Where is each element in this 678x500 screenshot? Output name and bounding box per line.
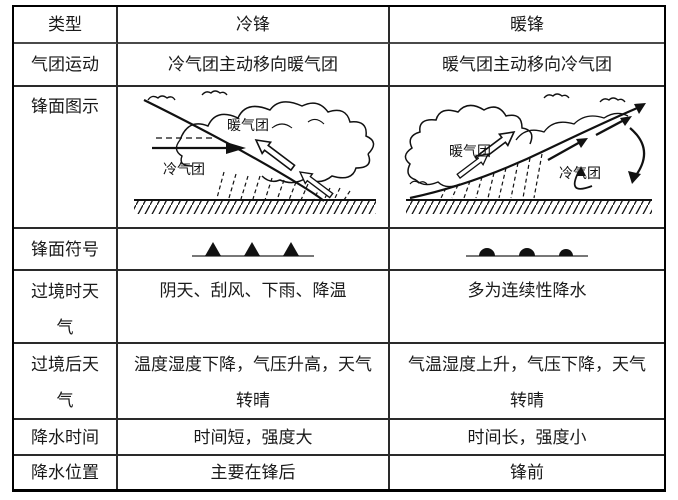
cell-warm-front-diagram: 暖气团 冷气团 bbox=[390, 87, 664, 229]
cold-diagram-cold-air-label: 冷气团 bbox=[163, 162, 205, 178]
cell-cold-weather-after: 温度湿度下降，气压升高，天气转晴 bbox=[118, 344, 390, 420]
row-label-front-symbol: 锋面符号 bbox=[14, 229, 118, 271]
cell-cold-weather-during: 阴天、刮风、下雨、降温 bbox=[118, 271, 390, 344]
cell-warm-weather-during: 多为连续性降水 bbox=[390, 271, 664, 344]
warm-front-symbol-icon bbox=[466, 248, 588, 257]
warm-diagram-warm-air-label: 暖气团 bbox=[449, 144, 491, 160]
header-type: 类型 bbox=[14, 7, 118, 44]
cell-cold-air-mass-movement: 冷气团主动移向暖气团 bbox=[118, 44, 390, 87]
row-label-front-diagram: 锋面图示 bbox=[14, 87, 118, 229]
cold-diagram-warm-air-label: 暖气团 bbox=[227, 118, 269, 134]
cell-warm-air-mass-movement: 暖气团主动移向冷气团 bbox=[390, 44, 664, 87]
row-label-precipitation-location: 降水位置 bbox=[14, 456, 118, 489]
cell-cold-front-diagram: 暖气团 冷气团 bbox=[118, 87, 390, 229]
cell-warm-precipitation-duration: 时间长，强度小 bbox=[390, 420, 664, 456]
row-label-air-mass-movement: 气团运动 bbox=[14, 44, 118, 87]
warm-diagram-cold-air-label: 冷气团 bbox=[559, 166, 601, 182]
cell-cold-precipitation-location: 主要在锋后 bbox=[118, 456, 390, 489]
header-warm-front: 暖锋 bbox=[390, 7, 664, 44]
cell-cold-front-symbol bbox=[118, 229, 390, 271]
cell-cold-precipitation-duration: 时间短，强度大 bbox=[118, 420, 390, 456]
row-label-weather-after-passage: 过境后天气 bbox=[14, 344, 118, 420]
cold-front-diagram-icon: 暖气团 冷气团 bbox=[134, 90, 376, 214]
row-label-weather-during-passage: 过境时天气 bbox=[14, 271, 118, 344]
cell-warm-front-symbol bbox=[390, 229, 664, 271]
header-cold-front: 冷锋 bbox=[118, 7, 390, 44]
cell-warm-precipitation-location: 锋前 bbox=[510, 463, 544, 482]
cold-front-symbol-icon bbox=[192, 242, 314, 257]
front-comparison-table: 类型 冷锋 暖锋 气团运动 冷气团主动移向暖气团 暖气团主动移向冷气团 锋面图示 bbox=[12, 5, 666, 492]
row-label-precipitation-duration: 降水时间 bbox=[14, 420, 118, 456]
cell-warm-weather-after: 气温湿度上升，气压下降，天气转晴 bbox=[390, 344, 664, 420]
warm-front-diagram-icon: 暖气团 冷气团 bbox=[404, 93, 652, 214]
